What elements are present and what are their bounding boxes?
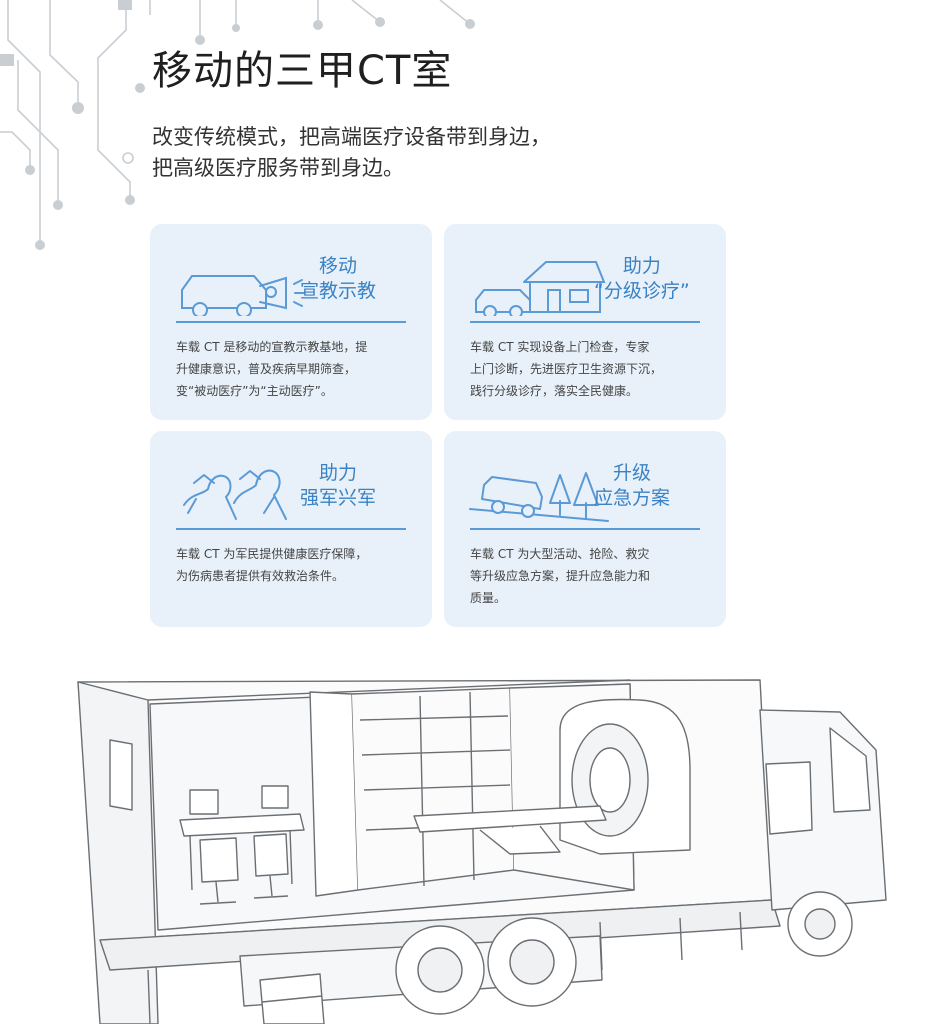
card-mobile-education: 移动 宣教示教 车载 CT 是移动的宣教示教基地，提 升健康意识，普及疾病早期筛… [150, 224, 432, 420]
card-heading-line: 升级 [613, 462, 652, 484]
card-military-support: 助力 强军兴军 车载 CT 为军民提供健康医疗保障， 为伤病患者提供有效救治条件… [150, 431, 432, 627]
card-body-line: 上门诊断，先进医疗卫生资源下沉， [470, 362, 663, 376]
card-body-line: 升健康意识，普及疾病早期筛查， [176, 362, 357, 376]
card-tiered-diagnosis: 助力 “分级诊疗” 车载 CT 实现设备上门检查，专家 上门诊断，先进医疗卫生资… [444, 224, 726, 420]
page-title: 移动的三甲CT室 [152, 48, 453, 94]
card-divider [470, 321, 700, 323]
card-body-line: 践行分级诊疗，落实全民健康。 [470, 384, 639, 398]
card-body-line: 车载 CT 为大型活动、抢险、救灾 [470, 547, 650, 561]
card-heading: 助力 强军兴军 [300, 461, 376, 511]
card-body-line: 车载 CT 是移动的宣教示教基地，提 [176, 340, 368, 354]
card-body-line: 质量。 [470, 591, 507, 605]
card-body: 车载 CT 为大型活动、抢险、救灾 等升级应急方案，提升应急能力和 质量。 [470, 543, 704, 609]
mobile-van-megaphone-icon [181, 275, 305, 316]
circuit-decoration [0, 0, 475, 250]
truck-on-hill-with-trees-icon [469, 472, 609, 522]
card-body: 车载 CT 为军民提供健康医疗保障， 为伤病患者提供有效救治条件。 [176, 543, 410, 587]
card-heading-line: 宣教示教 [300, 280, 377, 302]
card-body-line: 车载 CT 为军民提供健康医疗保障， [176, 547, 368, 561]
card-heading: 升级 应急方案 [594, 461, 670, 511]
saluting-soldiers-icon [183, 469, 287, 520]
card-body-line: 变“被动医疗”为“主动医疗”。 [176, 384, 333, 398]
card-heading-line: 强军兴军 [300, 487, 377, 509]
card-heading: 移动 宣教示教 [300, 254, 376, 304]
card-heading-line: 助力 [319, 462, 358, 484]
card-divider [176, 528, 406, 530]
card-body: 车载 CT 是移动的宣教示教基地，提 升健康意识，普及疾病早期筛查， 变“被动医… [176, 336, 410, 402]
card-divider [176, 321, 406, 323]
card-body-line: 为伤病患者提供有效救治条件。 [176, 569, 345, 583]
card-body: 车载 CT 实现设备上门检查，专家 上门诊断，先进医疗卫生资源下沉， 践行分级诊… [470, 336, 704, 402]
card-divider [470, 528, 700, 530]
card-body-line: 等升级应急方案，提升应急能力和 [470, 569, 651, 583]
subtitle-line: 改变传统模式，把高端医疗设备带到身边， [152, 125, 551, 149]
card-heading: 助力 “分级诊疗” [594, 254, 690, 304]
subtitle-line: 把高级医疗服务带到身边。 [152, 156, 404, 180]
page-subtitle: 改变传统模式，把高端医疗设备带到身边， 把高级医疗服务带到身边。 [152, 122, 551, 184]
card-body-line: 车载 CT 实现设备上门检查，专家 [470, 340, 650, 354]
card-heading-line: “分级诊疗” [594, 280, 690, 302]
card-heading-line: 助力 [622, 255, 661, 277]
card-heading-line: 应急方案 [594, 487, 671, 509]
card-heading-line: 移动 [319, 255, 358, 277]
card-emergency-upgrade: 升级 应急方案 车载 CT 为大型活动、抢险、救灾 等升级应急方案，提升应急能力… [444, 431, 726, 627]
mobile-ct-truck-cutaway-illustration [77, 679, 887, 1024]
van-and-house-icon [475, 261, 606, 316]
